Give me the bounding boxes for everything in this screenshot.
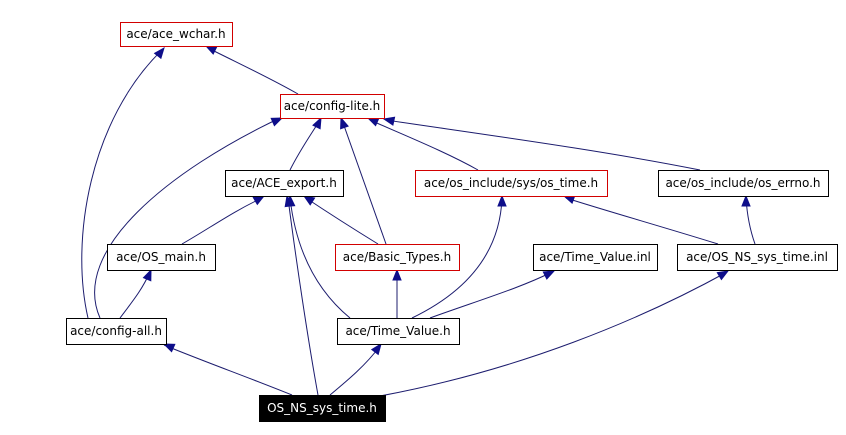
node-config-all[interactable]: ace/config-all.h	[66, 318, 167, 345]
edge-line	[207, 47, 299, 95]
node-ace-export[interactable]: ace/ACE_export.h	[225, 170, 344, 197]
edge-os_ns_sys_time_inl-to-os_time	[562, 195, 719, 245]
edge-basic_types-to-config_lite	[340, 116, 387, 245]
edge-line	[305, 197, 379, 245]
edge-root-to-time_value_h	[329, 342, 382, 396]
arrowhead-icon	[716, 270, 730, 281]
arrowhead-icon	[285, 194, 296, 207]
arrowhead-icon	[252, 195, 266, 206]
edge-line	[181, 197, 263, 245]
edge-line	[289, 197, 351, 319]
arrowhead-icon	[270, 117, 284, 127]
node-box	[107, 244, 216, 271]
node-label: OS_NS_sys_time.h	[267, 401, 377, 415]
node-box	[66, 318, 167, 345]
node-box	[280, 94, 385, 119]
edge-line	[289, 119, 321, 171]
arrowhead-icon	[340, 116, 349, 130]
arrowhead-icon	[366, 117, 380, 127]
node-label: ace/ACE_export.h	[231, 176, 337, 190]
node-os-time[interactable]: ace/os_include/sys/os_time.h	[415, 170, 608, 197]
node-box	[225, 170, 344, 197]
node-root: OS_NS_sys_time.h	[259, 395, 386, 422]
node-config-lite[interactable]: ace/config-lite.h	[280, 94, 385, 119]
arrowhead-icon	[370, 342, 382, 356]
node-os-ns-sys-time-inl[interactable]: ace/OS_NS_sys_time.inl	[677, 244, 838, 271]
edge-root-to-os_ns_sys_time_inl	[379, 270, 730, 397]
edge-config_all-to-os_main	[119, 268, 152, 319]
edge-line	[369, 119, 479, 171]
node-os-errno[interactable]: ace/os_include/os_errno.h	[658, 170, 829, 197]
arrowhead-icon	[312, 116, 322, 130]
arrowhead-icon	[392, 268, 402, 281]
node-label: ace/os_include/os_errno.h	[665, 176, 820, 190]
edge-layer	[81, 45, 756, 397]
edge-line	[385, 119, 701, 171]
node-basic-types[interactable]: ace/Basic_Types.h	[335, 244, 460, 271]
edge-line	[429, 271, 553, 319]
edge-basic_types-to-ace_export	[302, 195, 379, 245]
edge-time_value_h-to-ace_export	[285, 194, 351, 319]
edge-config_all-to-config_lite	[94, 117, 284, 319]
edge-config_all-to-ace_wchar	[81, 46, 165, 319]
arrowhead-icon	[497, 194, 507, 207]
node-time-value-h[interactable]: ace/Time_Value.h	[337, 318, 460, 345]
node-box	[677, 244, 838, 271]
node-box	[533, 244, 658, 271]
arrowhead-icon	[302, 195, 316, 206]
node-label: ace/OS_main.h	[116, 250, 206, 264]
edge-time_value_h-to-time_value_inl	[429, 270, 556, 319]
arrowhead-icon	[741, 194, 751, 207]
edge-root-to-ace_export	[284, 194, 319, 396]
edge-line	[94, 117, 281, 319]
node-time-value-inl[interactable]: ace/Time_Value.inl	[533, 244, 658, 271]
edge-os_ns_sys_time_inl-to-os_errno	[741, 194, 756, 245]
edge-os_main-to-ace_export	[181, 195, 266, 245]
edge-line	[81, 49, 163, 319]
node-box	[658, 170, 829, 197]
node-box	[335, 244, 460, 271]
arrowhead-icon	[204, 45, 218, 55]
arrowhead-icon	[153, 46, 165, 60]
node-label: ace/os_include/sys/os_time.h	[424, 176, 598, 190]
node-layer: ace/ace_wchar.h ace/config-lite.h ace/ACE_…	[66, 22, 838, 422]
node-os-main[interactable]: ace/OS_main.h	[107, 244, 216, 271]
node-ace-wchar[interactable]: ace/ace_wchar.h	[120, 22, 233, 47]
edge-line	[163, 344, 293, 396]
node-label: ace/config-lite.h	[284, 99, 381, 113]
node-label: ace/Time_Value.h	[345, 324, 450, 338]
node-box	[120, 22, 233, 47]
edge-time_value_h-to-os_time	[411, 194, 507, 319]
edge-ace_export-to-config_lite	[289, 116, 322, 171]
edge-line	[329, 345, 381, 396]
edge-line	[379, 271, 728, 397]
node-box	[415, 170, 608, 197]
edge-config_lite-to-ace_wchar	[204, 45, 299, 95]
arrowhead-icon	[542, 270, 556, 280]
edge-time_value_h-to-basic_types	[392, 268, 402, 318]
node-box	[337, 318, 460, 345]
node-label: ace/config-all.h	[70, 324, 162, 338]
node-box	[259, 395, 386, 422]
arrowhead-icon	[162, 343, 176, 353]
arrowhead-icon	[382, 116, 396, 126]
edge-os_errno-to-config_lite	[382, 116, 701, 171]
edge-root-to-config_all	[162, 343, 293, 396]
node-label: ace/Basic_Types.h	[343, 250, 451, 264]
node-label: ace/Time_Value.inl	[539, 250, 651, 264]
edge-line	[411, 197, 503, 319]
node-label: ace/ace_wchar.h	[126, 27, 225, 41]
node-label: ace/OS_NS_sys_time.inl	[686, 250, 828, 264]
edge-line	[287, 197, 319, 396]
arrowhead-icon	[142, 268, 152, 282]
edge-line	[341, 119, 387, 245]
edge-line	[565, 197, 719, 245]
